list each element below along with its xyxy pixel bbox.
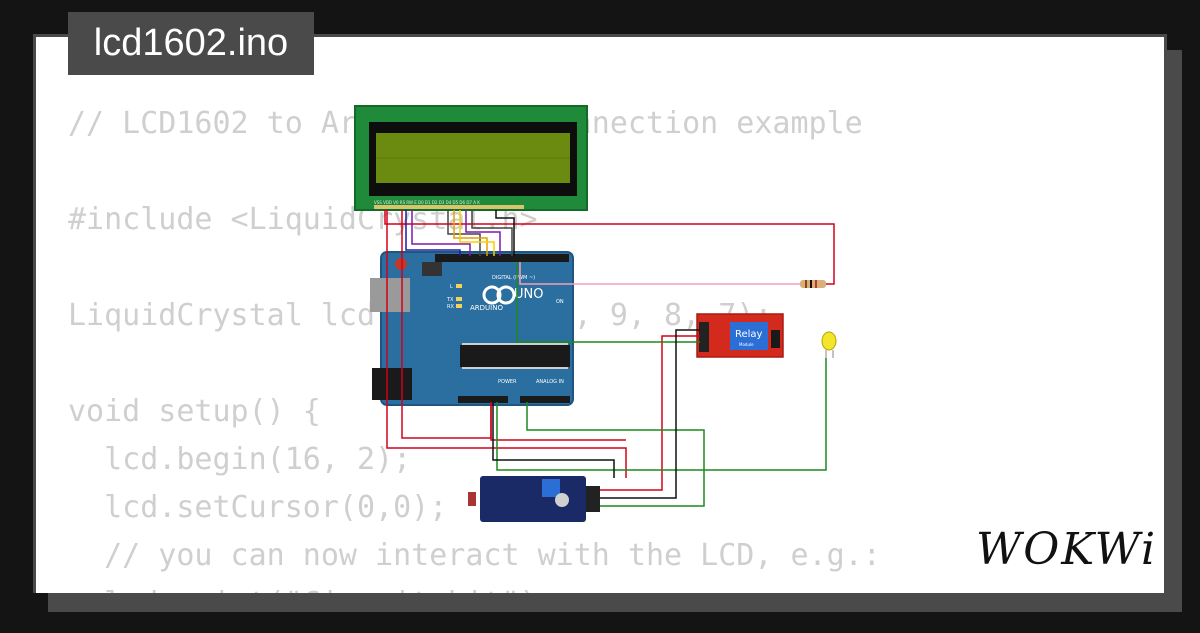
file-name-tag: lcd1602.ino (68, 12, 314, 75)
light-sensor-module[interactable] (468, 476, 600, 522)
code-line-7: void setup() { (68, 394, 321, 429)
svg-text:VSS VDD V0 RS RW E D0 D1 D2 D3: VSS VDD V0 RS RW E D0 D1 D2 D3 D4 D5 D6 … (374, 200, 480, 205)
digital-header (435, 254, 569, 262)
lcd1602-module[interactable]: VSS VDD V0 RS RW E D0 D1 D2 D3 D4 D5 D6 … (354, 105, 588, 211)
logo-text: WOKWi (976, 524, 1158, 575)
digital-label: DIGITAL (PWM ~) (492, 275, 535, 281)
infinity-logo-right (496, 285, 516, 305)
code-line-10: // you can now interact with the LCD, e.… (68, 538, 881, 573)
reset-button (395, 258, 407, 270)
arduino-uno[interactable]: UNO ARDUINO DIGITAL (PWM ~) ANALOG IN PO… (370, 251, 574, 406)
rx-label: RX (447, 304, 454, 310)
file-name: lcd1602.ino (93, 22, 289, 64)
bottom-shadow (48, 593, 1182, 612)
power-header (458, 396, 508, 403)
wokwi-logo: WOKWi (976, 524, 1157, 575)
relay-sublabel: Module (739, 342, 754, 347)
yellow-led[interactable] (821, 331, 837, 358)
power-label: POWER (498, 379, 517, 385)
resistor[interactable] (800, 280, 826, 288)
infinity-logo-left (482, 285, 502, 305)
board-name: UNO (514, 287, 543, 302)
analog-label: ANALOG IN (536, 379, 564, 385)
analog-header (520, 396, 570, 403)
wires (384, 210, 835, 507)
relay-module[interactable]: Relay Module (696, 313, 784, 358)
tx-label: TX (446, 297, 454, 303)
on-label: ON (556, 299, 564, 305)
relay-label: Relay (735, 329, 763, 340)
l-label: L (450, 284, 453, 290)
usb-port (370, 278, 410, 312)
board-brand: ARDUINO (470, 304, 503, 312)
atmega-chip (460, 345, 570, 367)
code-line-9: lcd.setCursor(0,0); (68, 490, 448, 525)
power-jack (372, 368, 412, 400)
